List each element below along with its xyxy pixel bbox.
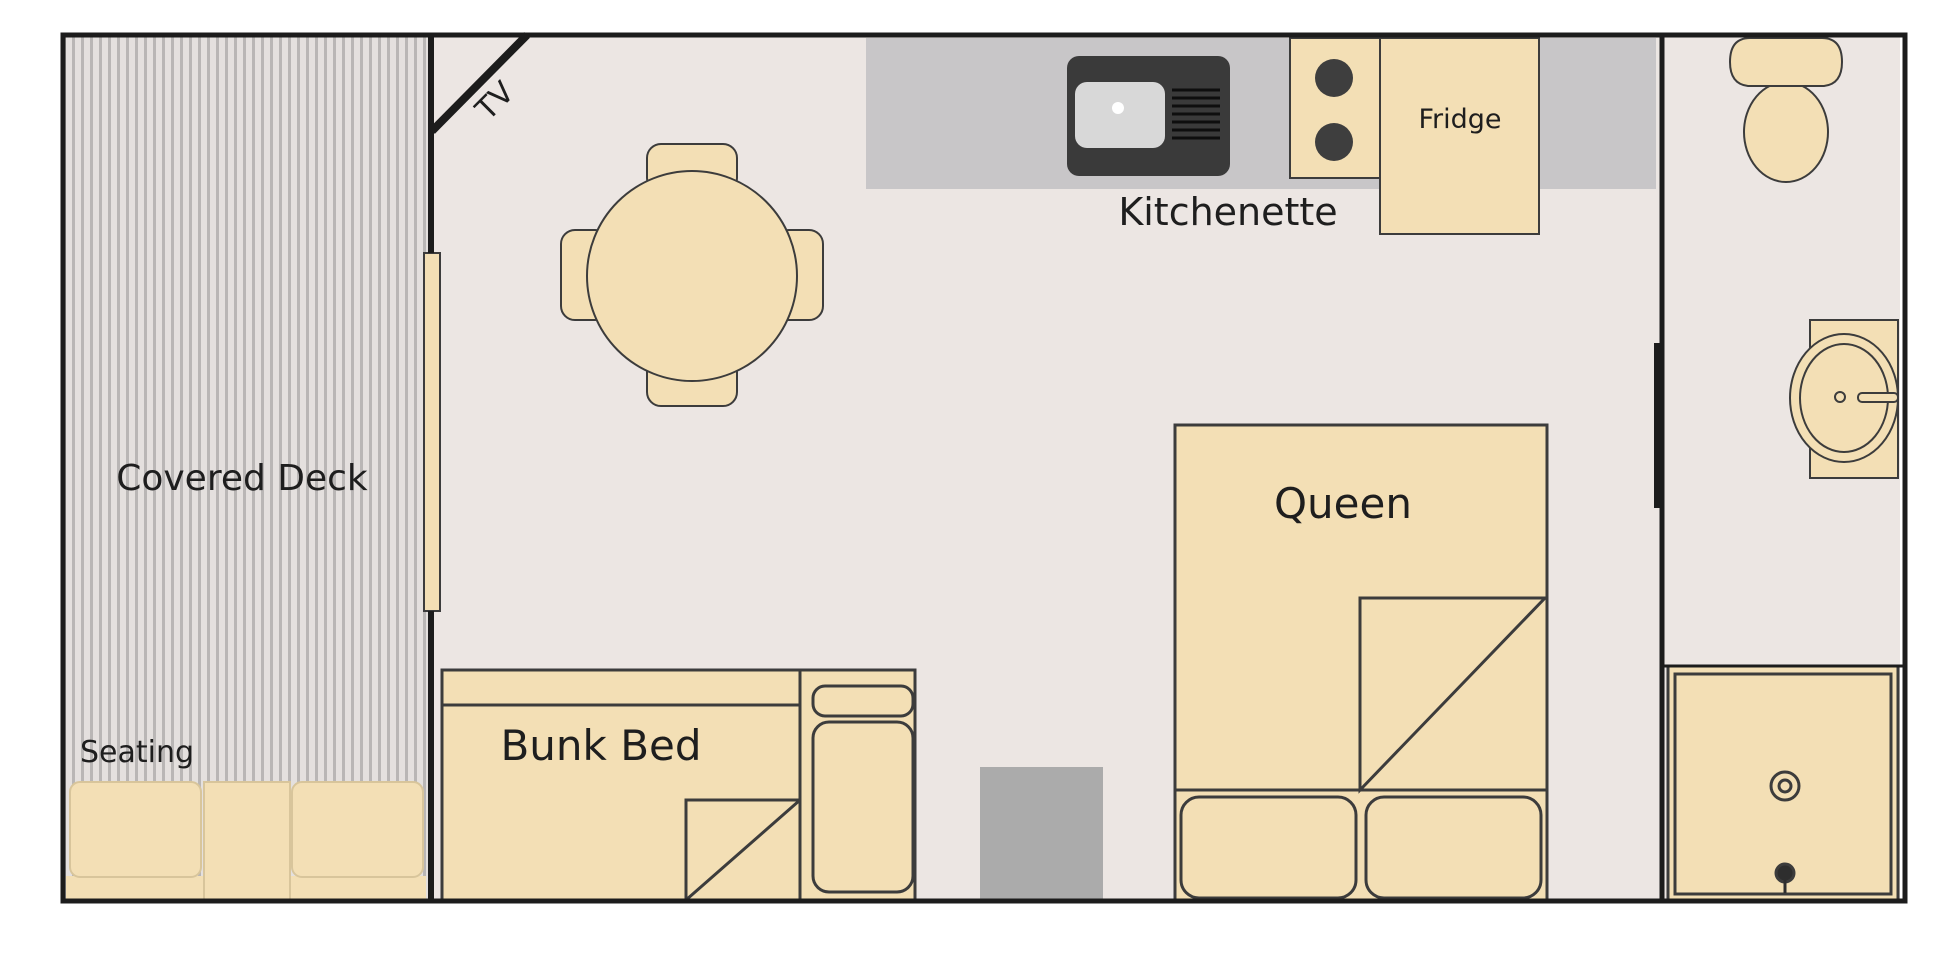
bunk-bed-label: Bunk Bed (500, 721, 701, 770)
fridge (1379, 37, 1540, 235)
tv-wall (429, 32, 530, 134)
vanity-sink (1789, 319, 1899, 479)
queen-label: Queen (1274, 479, 1412, 528)
deck-seating (66, 781, 426, 901)
drainer-icon (1172, 88, 1220, 140)
kitchen-sink (1067, 56, 1230, 176)
burner-icon (1315, 59, 1353, 97)
lounge-chair (291, 781, 424, 878)
bunk-bed (440, 668, 917, 902)
faucet-icon (1857, 392, 1899, 403)
burner-icon (1315, 123, 1353, 161)
pillow (1179, 795, 1358, 900)
pillow (811, 720, 915, 894)
walls (60, 32, 1908, 904)
lounge-chair (69, 781, 202, 878)
sliding-door (423, 252, 441, 612)
toilet (1728, 37, 1844, 183)
dining-table (586, 170, 798, 382)
pillow (1364, 795, 1543, 900)
covered-deck-label: Covered Deck (116, 458, 368, 499)
cooktop (1289, 37, 1381, 179)
shower (1666, 664, 1900, 902)
side-table (203, 781, 291, 901)
seating-label: Seating (80, 735, 194, 770)
queen-bed (1173, 423, 1549, 902)
kitchenette-label: Kitchenette (1118, 190, 1337, 234)
storage-box (980, 767, 1103, 900)
fridge-label: Fridge (1418, 104, 1501, 135)
dining-table-set (560, 143, 824, 407)
pillow (811, 684, 915, 718)
drain-icon (1834, 391, 1846, 403)
covered-deck-floor (64, 35, 428, 900)
folded-sheet (1358, 596, 1549, 794)
